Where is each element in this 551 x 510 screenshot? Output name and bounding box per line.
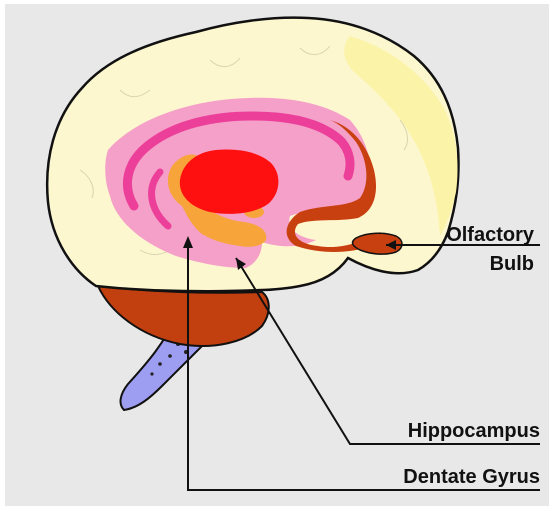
label-dentate-gyrus: Dentate Gyrus — [403, 466, 540, 488]
label-hippocampus: Hippocampus — [408, 420, 540, 442]
red-thalamus — [180, 150, 279, 214]
label-olfactory: Olfactory — [446, 224, 535, 246]
label-bulb: Bulb — [490, 253, 534, 275]
